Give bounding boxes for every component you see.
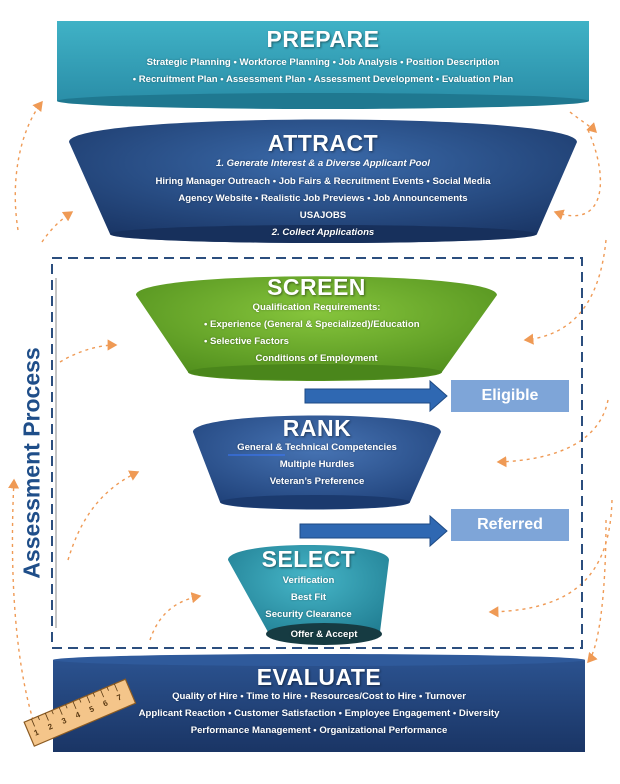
attract-step-1: 1. Generate Interest & a Diverse Applica… <box>216 158 430 169</box>
assessment-process-text: Assessment Process <box>18 347 45 579</box>
rank-title: RANK <box>282 415 352 441</box>
attract-title: ATTRACT <box>267 130 379 156</box>
select-line-2: Best Fit <box>290 592 327 603</box>
ruler-number: 4 <box>74 710 82 720</box>
ruler-number: 1 <box>33 727 41 737</box>
rank-line-1: General & Technical Competencies <box>237 442 397 453</box>
select-line-1: Verification <box>282 575 335 586</box>
evaluate-banner <box>53 654 585 752</box>
ruler-number: 3 <box>60 716 68 726</box>
rank-line-3: Veteran’s Preference <box>269 476 365 487</box>
screen-bullet-1: • Experience (General & Specialized)/Edu… <box>204 319 420 330</box>
screen-funnel <box>136 276 497 381</box>
select-title: SELECT <box>261 546 356 572</box>
attract-funnel <box>69 119 577 243</box>
evaluate-line-3: Performance Management • Organizational … <box>190 725 448 736</box>
prepare-title: PREPARE <box>266 26 380 52</box>
eligible-arrow <box>304 379 569 413</box>
attract-line-3: USAJOBS <box>299 210 347 221</box>
screen-bullet-1-text: Experience (General & Specialized)/Educa… <box>210 319 420 330</box>
assessment-frame <box>51 257 583 649</box>
eligible-label: Eligible <box>481 387 539 404</box>
attract-step-2: 2. Collect Applications <box>271 227 375 238</box>
screen-title: SCREEN <box>267 274 366 300</box>
evaluate-line-1: Quality of Hire • Time to Hire • Resourc… <box>172 691 466 702</box>
screen-last-line: Conditions of Employment <box>255 353 378 364</box>
screen-bullet-2: • Selective Factors <box>204 336 289 347</box>
screen-heading: Qualification Requirements: <box>252 302 381 313</box>
ruler-number: 7 <box>115 692 123 702</box>
ruler-number: 2 <box>46 722 54 732</box>
evaluate-line-2: Applicant Reaction • Customer Satisfacti… <box>138 708 500 719</box>
select-funnel <box>228 545 389 645</box>
referred-arrow <box>299 509 569 548</box>
attract-line-1: Hiring Manager Outreach • Job Fairs & Re… <box>155 176 491 187</box>
rank-funnel <box>193 415 441 510</box>
offer-accept: Offer & Accept <box>290 629 358 640</box>
prepare-line-1: Strategic Planning • Workforce Planning … <box>146 57 500 68</box>
screen-bullet-2-text: Selective Factors <box>210 336 289 347</box>
ruler-number: 6 <box>102 698 110 708</box>
evaluate-title: EVALUATE <box>256 664 382 690</box>
rank-line-2: Multiple Hurdles <box>279 459 355 470</box>
prepare-line-2: • Recruitment Plan • Assessment Plan • A… <box>132 74 514 85</box>
attract-line-2: Agency Website • Realistic Job Previews … <box>178 193 468 204</box>
prepare-banner <box>57 21 589 109</box>
select-line-3: Security Clearance <box>265 609 352 620</box>
ruler-number: 5 <box>88 704 96 714</box>
referred-label: Referred <box>477 516 543 533</box>
